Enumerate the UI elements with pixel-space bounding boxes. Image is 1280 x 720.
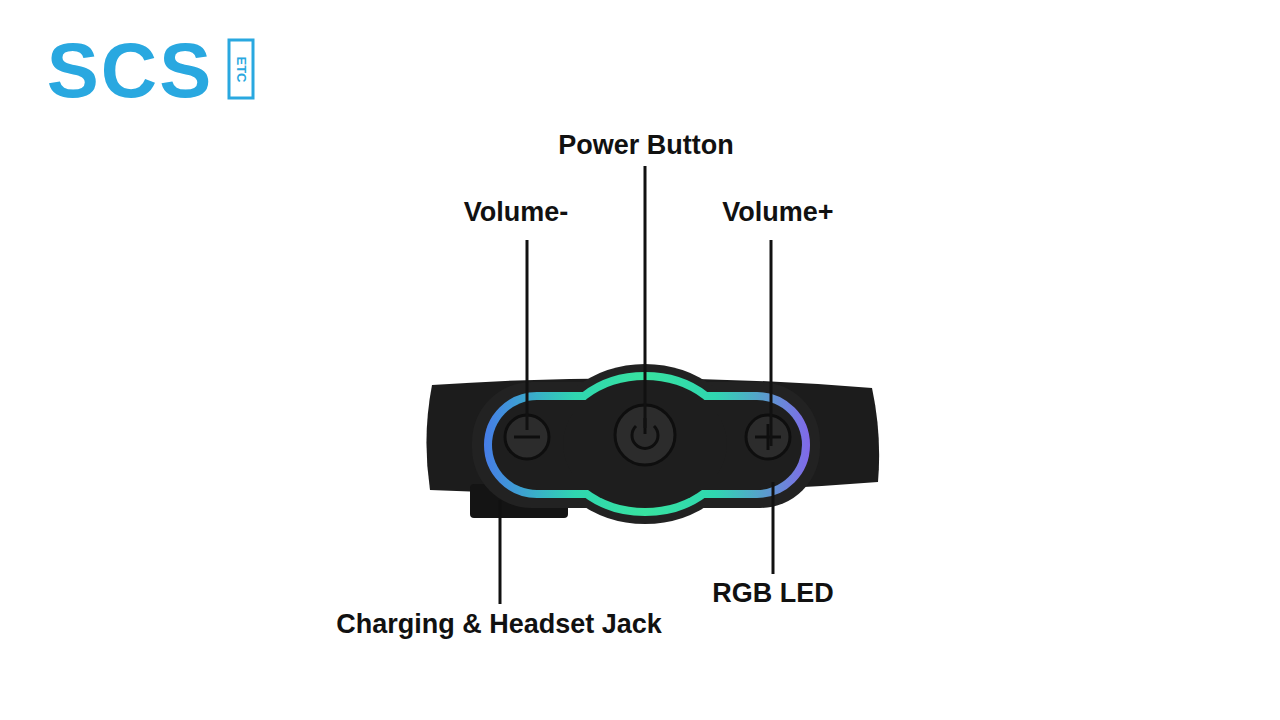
logo-subtext: ETC	[235, 56, 248, 82]
part-label: Volume-	[464, 198, 569, 228]
leader-lines	[500, 166, 773, 604]
part-label: Volume+	[722, 198, 833, 228]
part-label: RGB LED	[712, 579, 834, 609]
logo-frame	[229, 40, 253, 98]
part-label: Power Button	[558, 131, 734, 161]
buttons	[505, 405, 790, 465]
logo-text: SCS	[47, 31, 213, 109]
part-label: Charging & Headset Jack	[336, 610, 662, 640]
